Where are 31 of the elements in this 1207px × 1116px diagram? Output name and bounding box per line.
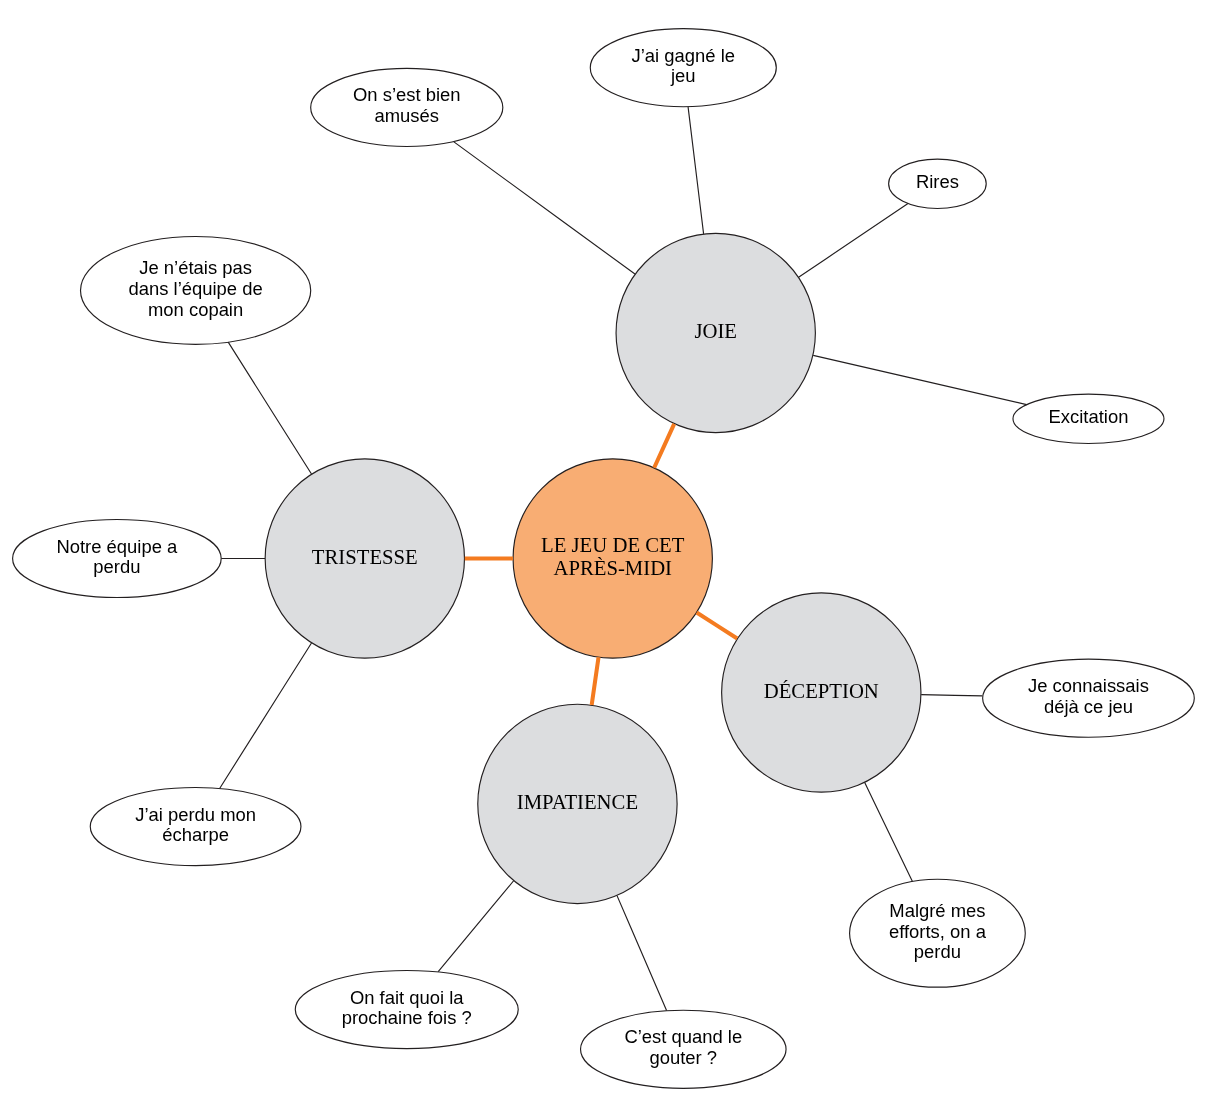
connector [864, 781, 913, 882]
connector [220, 557, 266, 559]
connector [920, 693, 984, 697]
node-ellipse: Malgré mes efforts, on a perdu [849, 878, 1026, 988]
connector [589, 656, 601, 705]
node-circle: TRISTESSE [264, 457, 466, 659]
node-ellipse: J’ai gagné le jeu [589, 27, 777, 107]
connector [219, 641, 313, 789]
node-ellipse: Je connaissais déjà ce jeu [982, 658, 1195, 738]
node-ellipse: Je n’étais pas dans l’équipe de mon copain [79, 235, 312, 345]
connector [464, 556, 513, 561]
connector [453, 140, 636, 275]
node-ellipse: Rires [888, 158, 987, 209]
connector [227, 341, 313, 475]
connector [616, 894, 668, 1011]
connector [652, 422, 677, 469]
node-ellipse: On fait quoi la prochaine fois ? [294, 969, 519, 1049]
node-ellipse: Excitation [1012, 393, 1165, 444]
connector [798, 202, 909, 278]
node-circle: DÉCEPTION [721, 591, 922, 793]
node-circle: LE JEU DE CET APRÈS-MIDI [512, 457, 713, 659]
connector [812, 354, 1028, 405]
node-ellipse: C’est quand le gouter ? [579, 1009, 787, 1089]
node-circle: IMPATIENCE [477, 703, 678, 904]
connector [437, 879, 515, 972]
node-ellipse: On s’est bien amusés [310, 67, 504, 147]
connector [687, 105, 705, 234]
node-circle: JOIE [615, 232, 816, 433]
node-ellipse: J’ai perdu mon écharpe [89, 786, 302, 866]
connector [695, 610, 739, 640]
node-ellipse: Notre équipe a perdu [12, 518, 222, 598]
